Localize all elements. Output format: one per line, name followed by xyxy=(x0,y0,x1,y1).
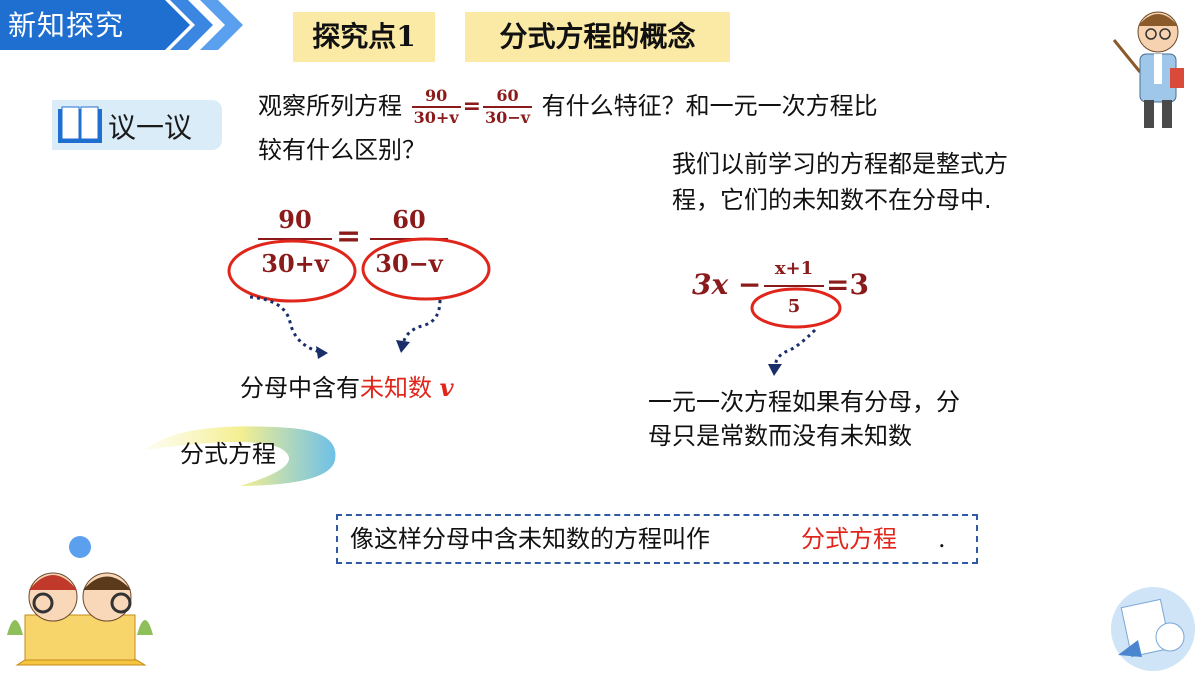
big-numerator-2: 60 xyxy=(392,205,426,234)
fraction-denominator: 30+v xyxy=(413,108,459,127)
arrow-path-2 xyxy=(401,299,442,346)
linear-note-line2: 母只是常数而没有未知数 xyxy=(648,422,912,450)
fraction-numerator: 90 xyxy=(411,86,461,108)
linear-denominator: 5 xyxy=(787,296,801,317)
definition-prefix: 像这样分母中含未知数的方程叫作 xyxy=(350,525,710,553)
kids-illustration xyxy=(7,536,153,666)
big-equals: = xyxy=(336,219,362,254)
header-chevron-shape xyxy=(0,0,243,50)
question-fraction-2: 60 30−v xyxy=(483,86,533,128)
note-variable: v xyxy=(439,373,454,402)
question-fraction-1: 90 30+v xyxy=(411,86,461,128)
linear-note-line1: 一元一次方程如果有分母，分 xyxy=(648,388,960,416)
arrow-path-1 xyxy=(249,295,321,354)
definition-box: 像这样分母中含未知数的方程叫作 分式方程 . xyxy=(336,514,978,564)
big-denominator-2: 30−v xyxy=(375,249,443,278)
section-label: 探究点1 xyxy=(293,12,435,62)
big-numerator-1: 90 xyxy=(278,205,312,234)
fraction-bar-1 xyxy=(258,238,332,240)
fractional-equation-label: 分式方程 xyxy=(180,440,276,468)
linear-fraction-bar xyxy=(764,285,824,287)
definition-suffix: . xyxy=(938,525,946,553)
question-line2: 较有什么区别？ xyxy=(258,136,426,164)
fraction-bar-2 xyxy=(370,238,448,240)
question-prefix: 观察所列方程 xyxy=(258,92,402,120)
discuss-label: 议一议 xyxy=(108,111,193,144)
definition-term: 分式方程 xyxy=(801,525,897,553)
section-topic: 分式方程的概念 xyxy=(465,12,730,62)
math-sticker xyxy=(1111,587,1195,671)
book-icon xyxy=(58,106,102,143)
discuss-badge: 议一议 xyxy=(52,100,222,150)
teacher-illustration xyxy=(1112,11,1184,128)
linear-left: 3x − xyxy=(692,268,762,301)
right-text-line1: 我们以前学习的方程都是整式方 xyxy=(672,150,1008,178)
header-banner: 新知探究 xyxy=(0,0,265,50)
linear-numerator: x+1 xyxy=(774,258,814,279)
note-prefix: 分母中含有 xyxy=(240,374,360,402)
header-title: 新知探究 xyxy=(8,9,125,42)
note-unknown: 分母中含有未知数 v xyxy=(240,366,454,410)
note-highlight: 未知数 xyxy=(360,374,432,402)
big-denominator-1: 30+v xyxy=(261,249,329,278)
equals-sign: = xyxy=(462,94,482,119)
question-suffix: 有什么特征？和一元一次方程比 xyxy=(541,92,878,120)
fraction-denominator: 30−v xyxy=(485,108,531,127)
arrow-path-3 xyxy=(773,328,817,369)
right-text-line2: 程，它们的未知数不在分母中. xyxy=(672,186,992,214)
linear-right: =3 xyxy=(826,268,869,301)
label-swoosh xyxy=(145,426,336,486)
fraction-numerator: 60 xyxy=(483,86,533,108)
question-line1: 观察所列方程 90 30+v = 60 30−v 有什么特征？和一元一次方程比 xyxy=(258,84,1058,129)
